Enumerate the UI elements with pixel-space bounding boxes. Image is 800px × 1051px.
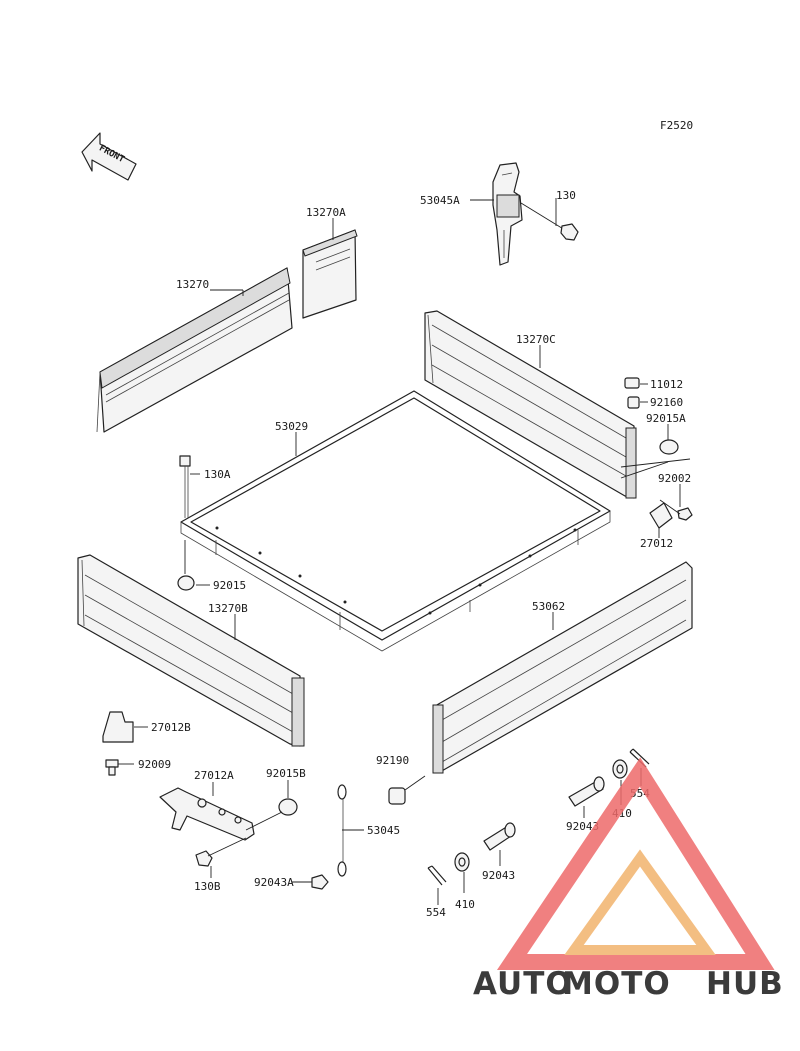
label-130B: 130B	[194, 880, 221, 893]
bushing-92015B	[245, 798, 298, 831]
bushing-92190	[388, 775, 426, 805]
bed-frame-53029	[180, 390, 611, 652]
tailgate-53062	[432, 561, 693, 774]
gate-13270C	[424, 310, 637, 499]
washer-410-right	[612, 759, 628, 779]
label-13270C: 13270C	[516, 333, 556, 346]
label-410: 410	[455, 898, 475, 911]
bolt-130B	[195, 837, 247, 867]
screw-92009	[105, 759, 119, 776]
watermark-word-moto: MOTO	[562, 966, 671, 1002]
label-92015: 92015	[213, 579, 246, 592]
bushing-92015	[177, 575, 195, 591]
label-92043: 92043	[482, 869, 515, 882]
cap-11012	[624, 377, 640, 389]
pin-92043A	[311, 874, 329, 890]
label-27012A: 27012A	[194, 769, 234, 782]
label-27012B: 27012B	[151, 721, 191, 734]
clip-27012B	[102, 711, 134, 743]
label-92002: 92002	[658, 472, 691, 485]
gate-13270B	[77, 554, 305, 747]
label-53045A: 53045A	[420, 194, 460, 207]
bolt-130	[520, 202, 579, 241]
label-92015B: 92015B	[266, 767, 306, 780]
cable-53045	[337, 784, 347, 877]
clip-554	[427, 865, 447, 886]
label-53062: 53062	[532, 600, 565, 613]
bushing-92015A	[620, 439, 691, 479]
rail-13270	[96, 267, 293, 433]
label-13270: 13270	[176, 278, 209, 291]
hinge-27012A	[159, 787, 255, 841]
watermark-triangle-icon	[496, 757, 775, 970]
label-92160: 92160	[650, 396, 683, 409]
bolt-92002	[659, 499, 693, 521]
label-92015A: 92015A	[646, 412, 686, 425]
label-92043-right: 92043	[566, 820, 599, 833]
label-13270B: 13270B	[208, 602, 248, 615]
label-53029: 53029	[275, 420, 308, 433]
label-92009: 92009	[138, 758, 171, 771]
pin-92043-right	[568, 776, 605, 807]
label-92190: 92190	[376, 754, 409, 767]
label-27012: 27012	[640, 537, 673, 550]
watermark-word-auto: AUTO	[473, 966, 573, 1002]
leader-lines	[118, 198, 681, 905]
label-53045: 53045	[367, 824, 400, 837]
label-554: 554	[426, 906, 446, 919]
watermark-word-hub: HUB	[706, 966, 784, 1002]
pin-92043	[483, 822, 516, 851]
watermark-logo: AUTO MOTO HUB	[473, 757, 784, 1002]
label-130A: 130A	[204, 468, 231, 481]
label-13270A: 13270A	[306, 206, 346, 219]
label-130: 130	[556, 189, 576, 202]
part-labels: 53045A 130 13270A 13270 13270C 53029 110…	[138, 189, 691, 919]
washer-410	[454, 852, 470, 872]
bracket-27012	[649, 502, 673, 529]
latch-handle-53045A	[492, 162, 523, 266]
label-92043A: 92043A	[254, 876, 294, 889]
panel-13270A	[302, 229, 358, 319]
figure-code: F2520	[660, 119, 693, 132]
label-11012: 11012	[650, 378, 683, 391]
cap-92160	[627, 396, 640, 409]
bolt-130A	[179, 455, 191, 574]
front-arrow-icon: FRONT	[81, 132, 137, 181]
